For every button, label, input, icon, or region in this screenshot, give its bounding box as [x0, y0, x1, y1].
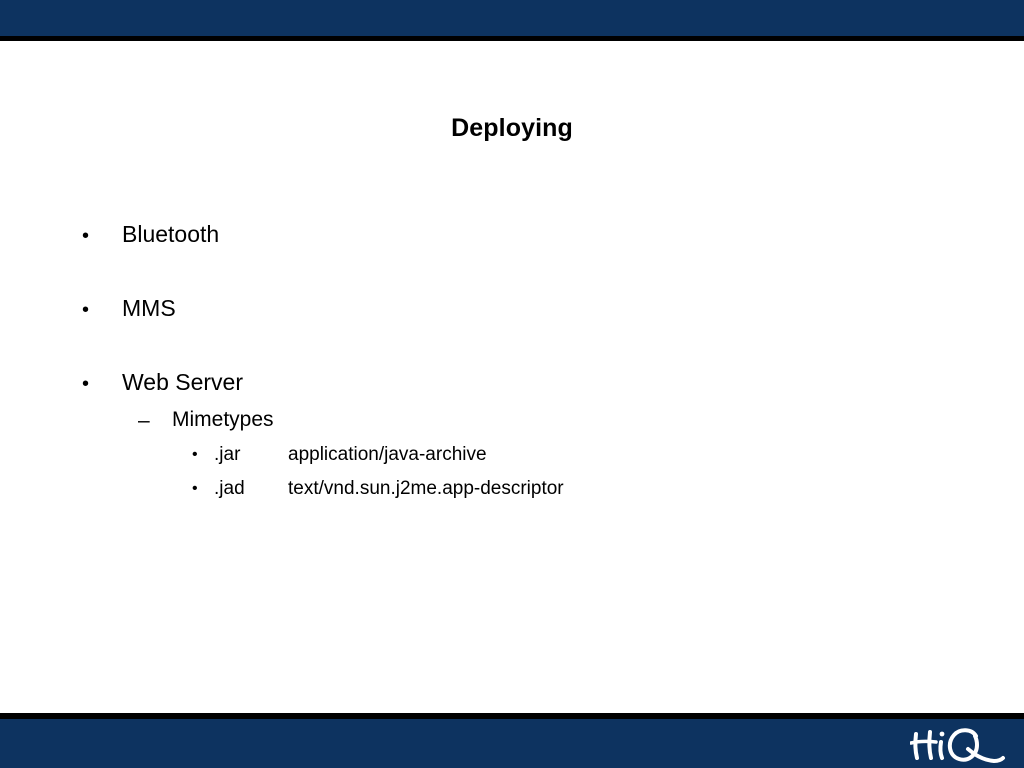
top-divider-rule	[0, 36, 1024, 41]
bullet-marker-icon: •	[82, 299, 90, 321]
hiq-logo	[910, 722, 1006, 766]
mimetype-value: application/java-archive	[288, 444, 487, 465]
list-item-label: Bluetooth	[122, 221, 220, 247]
list-item-label: MMS	[122, 295, 176, 321]
bullet-marker-icon: •	[192, 446, 198, 463]
list-item-label: Web Server	[122, 369, 244, 395]
page-title: Deploying	[451, 114, 573, 142]
list-item-mimetype-jar: • .jar application/java-archive	[0, 444, 1024, 478]
file-extension-label: .jad	[214, 478, 245, 499]
bullet-marker-icon: •	[82, 373, 90, 395]
bullet-marker-icon: •	[82, 225, 90, 247]
bottom-divider-rule	[0, 713, 1024, 719]
list-item-label: Mimetypes	[172, 408, 274, 431]
file-extension-label: .jar	[214, 444, 241, 465]
mimetype-value: text/vnd.sun.j2me.app-descriptor	[288, 478, 564, 499]
bullet-marker-icon: •	[192, 480, 198, 497]
list-item-mimetypes: – Mimetypes	[0, 408, 1024, 444]
list-item-mms: • MMS	[0, 295, 1024, 370]
dash-marker-icon: –	[138, 409, 150, 432]
top-decorative-band	[0, 0, 1024, 36]
list-item-bluetooth: • Bluetooth	[0, 221, 1024, 296]
bottom-decorative-band	[0, 719, 1024, 768]
list-item-mimetype-jad: • .jad text/vnd.sun.j2me.app-descriptor	[0, 478, 1024, 512]
list-item-web-server: • Web Server	[0, 369, 1024, 408]
slide-body: • Bluetooth • MMS • Web Server – Mimetyp…	[0, 221, 1024, 512]
group-web-server: • Web Server – Mimetypes • .jar applicat…	[0, 369, 1024, 512]
